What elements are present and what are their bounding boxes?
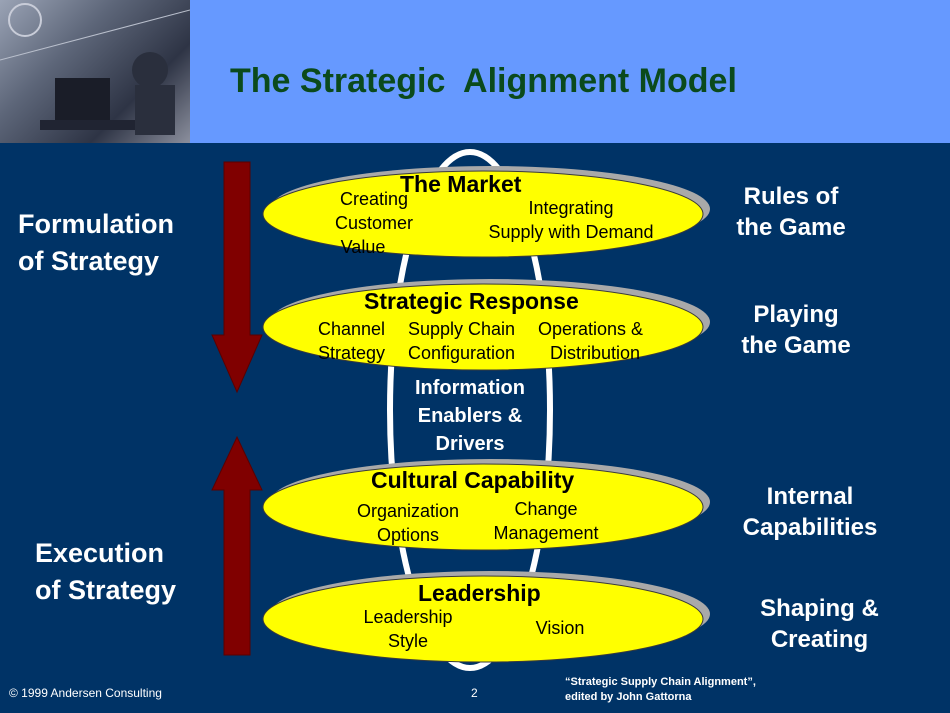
- operations-distribution: Operations & Distribution: [538, 319, 644, 363]
- strategic-response-ellipse: [262, 283, 704, 371]
- channel-strategy: Channel Strategy: [318, 319, 386, 363]
- up-arrow: [211, 435, 263, 656]
- cultural-capability-title: Cultural Capability: [371, 467, 575, 493]
- formulation-label: Formulation of Strategy: [18, 209, 174, 276]
- citation-text: “Strategic Supply Chain Alignment”, edit…: [565, 676, 756, 703]
- footer-band: [0, 680, 950, 713]
- cultural-capability-ellipse: [262, 463, 704, 551]
- leadership-ellipse: [262, 575, 704, 663]
- leadership-style: Leadership Style: [363, 607, 453, 651]
- market-title: The Market: [400, 171, 522, 197]
- page-number: 2: [471, 686, 478, 700]
- market-integrating-supply: Integrating Supply with Demand: [488, 198, 654, 242]
- change-management: Change Management: [493, 499, 599, 543]
- down-arrow: [211, 161, 263, 394]
- supply-chain-configuration: Supply Chain Configuration: [408, 319, 516, 363]
- internal-capabilities-label: Internal Capabilities: [742, 483, 878, 541]
- organization-options: Organization Options: [356, 501, 460, 545]
- central-ring: [387, 149, 553, 671]
- copyright-text: © 1999 Andersen Consulting: [9, 686, 162, 700]
- shaping-label: Shaping & Creating: [760, 595, 879, 653]
- market-ellipse: [262, 170, 704, 258]
- vision: Vision: [535, 618, 585, 638]
- execution-label: Execution of Strategy: [35, 538, 177, 605]
- market-creating-value: Creating Customer Value: [334, 189, 414, 257]
- playing-label: Playing the Game: [741, 301, 851, 359]
- rules-label: Rules of the Game: [736, 183, 846, 241]
- strategic-response-title: Strategic Response: [364, 288, 579, 314]
- information-enablers-label: Information Enablers & Drivers: [415, 377, 525, 455]
- page-title: The Strategic Alignment Model: [230, 62, 737, 100]
- photo-illustration: [0, 3, 190, 135]
- header-photo: [0, 0, 190, 143]
- leadership-title: Leadership: [418, 580, 541, 606]
